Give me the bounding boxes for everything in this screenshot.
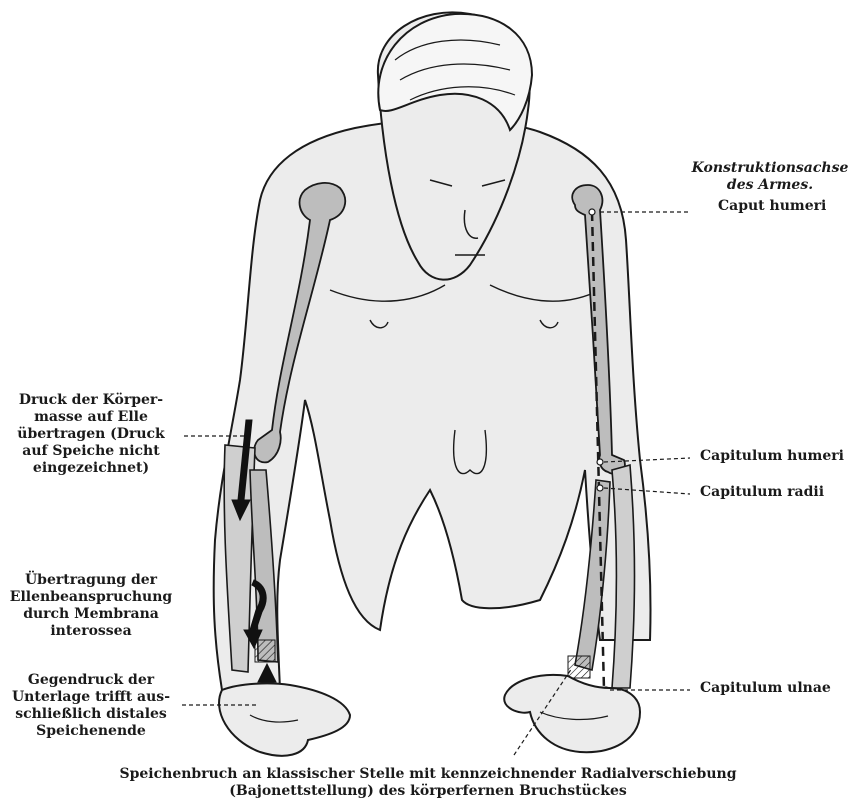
label-capitulum-humeri: Capitulum humeri	[700, 448, 844, 465]
label-druck: Druck der Körper- masse auf Elle übertra…	[0, 392, 182, 477]
caption-line-2: (Bajonettstellung) des körperfernen Bruc…	[0, 783, 856, 800]
label-capitulum-radii: Capitulum radii	[700, 484, 824, 501]
left-fracture-hatch	[255, 640, 275, 662]
axis-title-line2: des Armes.	[690, 177, 850, 194]
druck-line-2: masse auf Elle	[0, 409, 182, 426]
gegendruck-line-1: Gegendruck der	[0, 672, 182, 689]
uebertragung-line-2: Ellenbeanspruchung	[0, 589, 182, 606]
druck-line-4: auf Speiche nicht	[0, 443, 182, 460]
label-gegendruck: Gegendruck der Unterlage trifft aus- sch…	[0, 672, 182, 740]
druck-line-5: eingezeichnet)	[0, 460, 182, 477]
axis-title: Konstruktionsachse des Armes.	[690, 160, 850, 194]
druck-line-3: übertragen (Druck	[0, 426, 182, 443]
left-hand	[219, 683, 350, 755]
label-capitulum-ulnae: Capitulum ulnae	[700, 680, 831, 697]
caption-line-1: Speichenbruch an klassischer Stelle mit …	[0, 766, 856, 783]
uebertragung-line-1: Übertragung der	[0, 572, 182, 589]
druck-line-1: Druck der Körper-	[0, 392, 182, 409]
anatomical-illustration	[0, 0, 856, 760]
figure-caption: Speichenbruch an klassischer Stelle mit …	[0, 766, 856, 800]
uebertragung-line-3: durch Membrana	[0, 606, 182, 623]
gegendruck-line-2: Unterlage trifft aus-	[0, 689, 182, 706]
gegendruck-line-3: schließlich distales	[0, 706, 182, 723]
gegendruck-line-4: Speichenende	[0, 723, 182, 740]
label-uebertragung: Übertragung der Ellenbeanspruchung durch…	[0, 572, 182, 640]
uebertragung-line-4: interossea	[0, 623, 182, 640]
axis-title-line1: Konstruktionsachse	[690, 160, 850, 177]
label-caput-humeri: Caput humeri	[718, 198, 826, 215]
right-fracture-hatch	[568, 656, 590, 678]
